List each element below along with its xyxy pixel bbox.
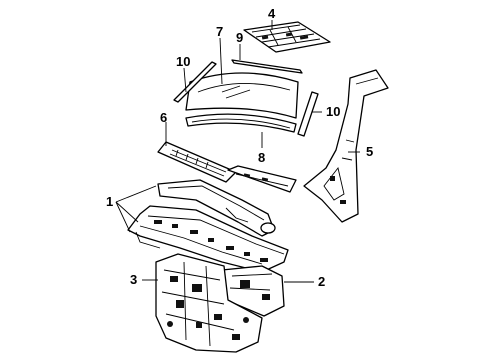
part-10-left-side-molding <box>173 61 217 103</box>
part-7-windshield <box>185 72 299 119</box>
part-3-dash-panel <box>155 253 263 353</box>
callout-7: 7 <box>216 24 223 39</box>
part-6-cowl-grille <box>157 141 297 193</box>
part-5-hinge-pillar <box>303 69 389 223</box>
callout-10-left: 10 <box>176 54 190 69</box>
leader-lines <box>115 20 360 283</box>
callout-5: 5 <box>366 144 373 159</box>
callout-labels: 4 9 7 10 10 6 8 5 1 2 3 <box>106 6 373 289</box>
callout-10-right: 10 <box>326 104 340 119</box>
part-8-lower-molding <box>185 113 297 133</box>
callout-8: 8 <box>258 150 265 165</box>
callout-9: 9 <box>236 30 243 45</box>
callout-4: 4 <box>268 6 276 21</box>
part-10-right-side-molding <box>297 91 319 137</box>
part-4-cowl-vent-panel <box>243 21 331 53</box>
callout-3: 3 <box>130 272 137 287</box>
part-9-upper-molding <box>231 59 303 74</box>
callout-1: 1 <box>106 194 113 209</box>
callout-6: 6 <box>160 110 167 125</box>
callout-2: 2 <box>318 274 325 289</box>
part-1-cowl-assembly <box>127 179 289 273</box>
